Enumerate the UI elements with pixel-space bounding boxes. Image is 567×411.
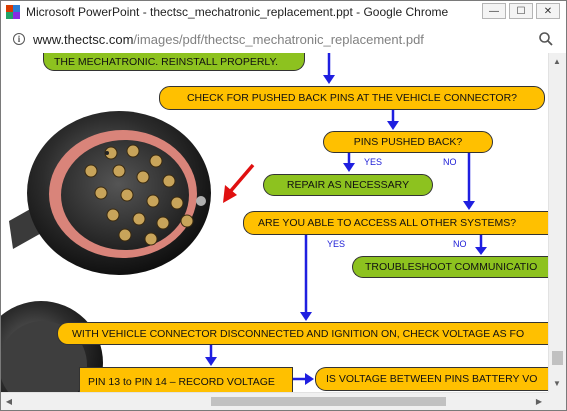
battery-question-text: IS VOLTAGE BETWEEN PINS BATTERY VO: [326, 373, 538, 385]
check-pins-box: CHECK FOR PUSHED BACK PINS AT THE VEHICL…: [159, 86, 545, 110]
address-bar[interactable]: i www.thectsc.com/images/pdf/thectsc_mec…: [1, 25, 566, 54]
vertical-scrollbar[interactable]: ▲ ▼: [548, 53, 566, 392]
scroll-up-icon[interactable]: ▲: [553, 56, 561, 66]
flow-arrows: [205, 53, 487, 385]
scrollbar-corner: [548, 392, 566, 410]
vertical-scroll-thumb[interactable]: [552, 351, 563, 365]
troubleshoot-box: TROUBLESHOOT COMMUNICATIO: [352, 256, 548, 278]
reinstall-text: THE MECHATRONIC. REINSTALL PROPERLY.: [54, 55, 279, 68]
info-icon[interactable]: i: [13, 33, 25, 45]
scroll-down-icon[interactable]: ▼: [553, 378, 561, 388]
powerpoint-app-icon: [6, 5, 20, 19]
voltage-check-box: WITH VEHICLE CONNECTOR DISCONNECTED AND …: [57, 322, 548, 345]
title-bar[interactable]: Microsoft PowerPoint - thectsc_mechatron…: [1, 1, 566, 23]
maximize-button[interactable]: ☐: [509, 3, 533, 19]
pin-record-text: PIN 13 to PIN 14 – RECORD VOLTAGE: [88, 376, 275, 388]
check-pins-text: CHECK FOR PUSHED BACK PINS AT THE VEHICL…: [186, 92, 518, 104]
repair-text: REPAIR AS NECESSARY: [286, 179, 410, 191]
window-title: Microsoft PowerPoint - thectsc_mechatron…: [26, 5, 449, 19]
minimize-icon: —: [489, 5, 499, 17]
access-systems-box: ARE YOU ABLE TO ACCESS ALL OTHER SYSTEMS…: [243, 211, 548, 235]
no-label-1: NO: [443, 157, 457, 167]
yes-label-2: YES: [327, 239, 346, 249]
maximize-icon: ☐: [516, 5, 526, 17]
battery-question-box: IS VOLTAGE BETWEEN PINS BATTERY VO: [315, 367, 548, 391]
troubleshoot-text: TROUBLESHOOT COMMUNICATIO: [365, 261, 538, 273]
pin-record-box: PIN 13 to PIN 14 – RECORD VOLTAGE: [79, 367, 293, 392]
url-field[interactable]: www.thectsc.com/images/pdf/thectsc_mecha…: [33, 32, 424, 47]
pins-pushed-back-text: PINS PUSHED BACK?: [353, 136, 463, 148]
url-path: /images/pdf/thectsc_mechatronic_replacem…: [133, 31, 424, 47]
pdf-viewport[interactable]: THE MECHATRONIC. REINSTALL PROPERLY. CHE…: [1, 53, 548, 392]
minimize-button[interactable]: —: [482, 3, 506, 19]
pins-pushed-back-box: PINS PUSHED BACK?: [323, 131, 493, 153]
horizontal-scrollbar[interactable]: ◀ ▶: [1, 392, 548, 410]
scroll-right-icon[interactable]: ▶: [535, 396, 543, 406]
close-icon: ✕: [543, 5, 553, 17]
horizontal-scroll-thumb[interactable]: [211, 397, 446, 406]
scroll-left-icon[interactable]: ◀: [5, 396, 13, 406]
repair-box: REPAIR AS NECESSARY: [263, 174, 433, 196]
search-icon[interactable]: [538, 31, 554, 47]
no-label-2: NO: [453, 239, 467, 249]
reinstall-box: THE MECHATRONIC. REINSTALL PROPERLY.: [43, 53, 305, 71]
access-systems-text: ARE YOU ABLE TO ACCESS ALL OTHER SYSTEMS…: [258, 217, 517, 229]
voltage-check-text: WITH VEHICLE CONNECTOR DISCONNECTED AND …: [72, 327, 525, 340]
url-host: www.thectsc.com: [33, 31, 134, 47]
yes-label-1: YES: [364, 157, 383, 167]
close-button[interactable]: ✕: [536, 3, 560, 19]
